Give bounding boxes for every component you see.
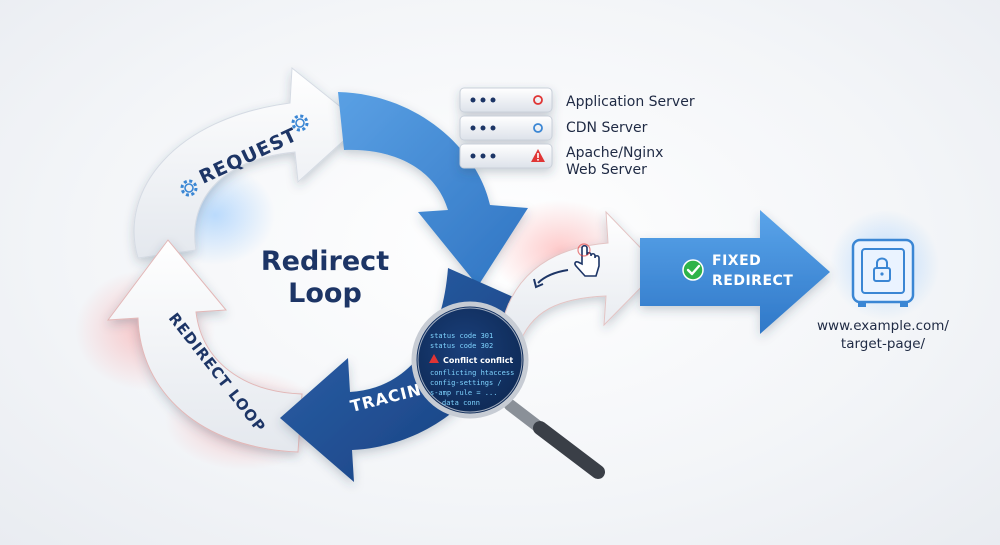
web-server-label-line1: Apache/Nginx bbox=[566, 145, 663, 161]
target-url-line1: www.example.com/ bbox=[817, 318, 949, 334]
gear-icon bbox=[291, 114, 309, 132]
code-line-htaccess: conflicting htaccess bbox=[430, 369, 514, 377]
cdn-server-label: CDN Server bbox=[566, 120, 648, 136]
code-line-config: config-settings / bbox=[430, 379, 502, 387]
center-title-line2: Loop bbox=[288, 278, 362, 309]
fixed-redirect-arrow bbox=[640, 210, 830, 334]
center-title-line1: Redirect bbox=[261, 246, 389, 277]
error-status-icon bbox=[533, 95, 543, 105]
code-line-data: data conn bbox=[442, 399, 480, 407]
code-line-status-301: status code 301 bbox=[430, 332, 493, 340]
request-arrow bbox=[133, 67, 363, 259]
server-stack bbox=[459, 87, 553, 169]
code-line-rule: s-amp rule = ... bbox=[430, 389, 497, 397]
code-conflict-warning: Conflict conflict bbox=[443, 356, 513, 365]
info-status-icon bbox=[533, 123, 543, 133]
target-url-line2: target-page/ bbox=[841, 336, 926, 352]
top-blue-arrow bbox=[338, 92, 528, 286]
exit-arrow bbox=[499, 210, 661, 349]
code-line-status-302: status code 302 bbox=[430, 342, 493, 350]
gear-icon bbox=[180, 179, 198, 197]
safe-lock-icon bbox=[851, 238, 915, 307]
fixed-redirect-label-line1: FIXED bbox=[712, 253, 761, 269]
application-server-unit bbox=[459, 87, 553, 113]
check-circle-icon bbox=[682, 259, 704, 281]
pointer-hand-icon bbox=[574, 243, 600, 277]
curved-arrowhead-icon bbox=[533, 278, 544, 289]
cdn-server-unit bbox=[459, 115, 553, 141]
application-server-label: Application Server bbox=[566, 94, 695, 110]
web-server-unit bbox=[459, 143, 553, 169]
redirect-loop-arrow bbox=[106, 239, 303, 453]
fixed-redirect-label-line2: REDIRECT bbox=[712, 273, 793, 289]
warning-icon bbox=[531, 149, 545, 162]
web-server-label-line2: Web Server bbox=[566, 162, 647, 178]
warning-icon bbox=[429, 354, 439, 363]
curved-arrow-icon bbox=[537, 269, 569, 284]
magnifying-glass-icon bbox=[411, 301, 605, 479]
